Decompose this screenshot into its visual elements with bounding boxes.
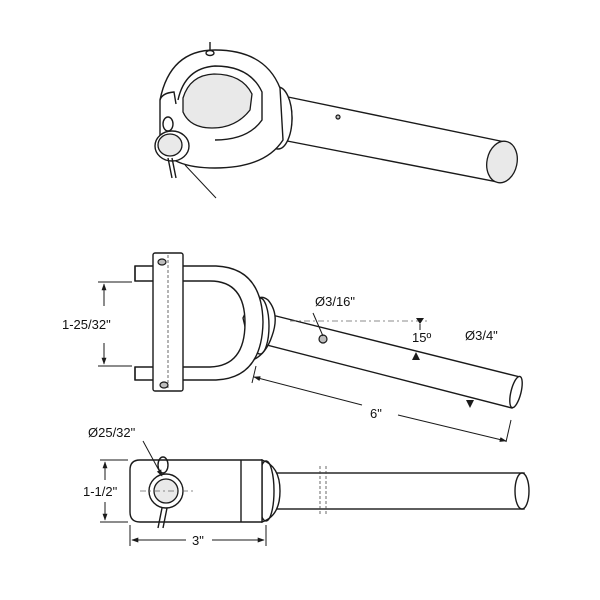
iso-leader-line: [184, 164, 217, 199]
angle-label: 15º: [412, 330, 431, 345]
iso-cross-pin: [154, 116, 217, 199]
plan-cross-pin: [152, 252, 184, 392]
side-shaft: [273, 466, 530, 516]
shaft-diameter-label: Ø3/4": [465, 328, 498, 343]
hole-leader: [312, 312, 324, 337]
jaw-height-label: 1-1/2": [83, 484, 118, 499]
pin-diameter-label: Ø25/32": [88, 425, 136, 440]
side-view: Ø25/32" 1-1/2" 3": [83, 425, 530, 548]
plan-view: Ø3/16" 15º Ø3/4" 1-25/32" 6": [62, 252, 523, 443]
plan-clevis: [134, 265, 264, 381]
iso-shaft: [281, 96, 518, 184]
body-length-label: 3": [192, 533, 204, 548]
jaw-height-dimension: [100, 459, 128, 523]
isometric-view: [154, 42, 518, 199]
angle-arrow-top: [416, 318, 424, 324]
body-length-dimension: [129, 525, 267, 546]
angle-arrow-bottom: [412, 352, 420, 360]
iso-clevis-body: [159, 42, 284, 169]
side-pin-head: [140, 456, 196, 529]
pin-leader: [142, 440, 163, 477]
jaw-opening-dimension: [98, 281, 132, 367]
shaft-diameter-arrow: [466, 400, 474, 408]
shaft-length-dimension: [251, 365, 512, 443]
jaw-opening-label: 1-25/32": [62, 317, 111, 332]
shaft-length-label: 6": [370, 406, 382, 421]
hole-diameter-label: Ø3/16": [315, 294, 355, 309]
